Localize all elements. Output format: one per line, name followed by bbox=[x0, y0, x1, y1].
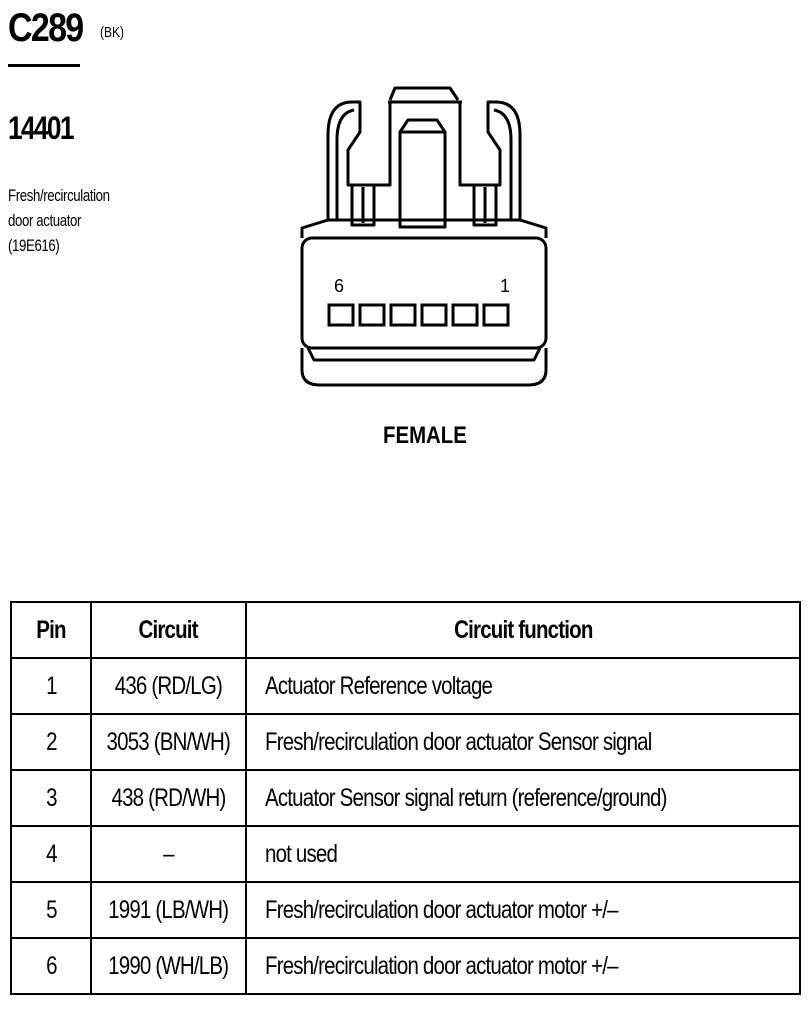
pin-cell: 6 bbox=[10, 937, 92, 995]
connector-description: Fresh/recirculation door actuator (19E61… bbox=[8, 183, 110, 258]
pin-cell: 1 bbox=[10, 657, 92, 715]
header-pin: Pin bbox=[10, 601, 92, 659]
connector-side-window-left bbox=[350, 183, 376, 227]
circuit-cell: 436 (RD/LG) bbox=[90, 657, 247, 715]
connector-lock-window bbox=[398, 130, 447, 229]
circuit-cell: – bbox=[90, 825, 247, 883]
table-row: 4–not used bbox=[10, 825, 801, 883]
table-header-row: Pin Circuit Circuit function bbox=[10, 601, 801, 659]
pin-cavity bbox=[327, 303, 355, 327]
connector-id: C289 bbox=[8, 6, 84, 50]
pin-cavity bbox=[420, 303, 448, 327]
function-cell: Fresh/recirculation door actuator motor … bbox=[245, 937, 801, 995]
connector-color: (BK) bbox=[100, 24, 124, 41]
circuit-cell: 438 (RD/WH) bbox=[90, 769, 247, 827]
pin-cell: 2 bbox=[10, 713, 92, 771]
pin-label-left: 6 bbox=[334, 276, 344, 296]
pin-cavity bbox=[482, 303, 510, 327]
function-cell: Fresh/recirculation door actuator Sensor… bbox=[245, 713, 801, 771]
pin-cell: 3 bbox=[10, 769, 92, 827]
connector-id-underline bbox=[8, 64, 80, 67]
pin-cavity bbox=[451, 303, 479, 327]
circuit-cell: 1991 (LB/WH) bbox=[90, 881, 247, 939]
function-cell: Actuator Sensor signal return (reference… bbox=[245, 769, 801, 827]
connector-gender: FEMALE bbox=[383, 422, 467, 449]
description-line: door actuator bbox=[8, 211, 82, 230]
pin-cell: 4 bbox=[10, 825, 92, 883]
connector-housing-top bbox=[326, 100, 392, 220]
function-cell: not used bbox=[245, 825, 801, 883]
connector-latch bbox=[388, 86, 460, 101]
connector-face-diagram: 6 1 bbox=[300, 86, 548, 387]
function-cell: Fresh/recirculation door actuator motor … bbox=[245, 881, 801, 939]
circuit-cell: 3053 (BN/WH) bbox=[90, 713, 247, 771]
connector-face bbox=[300, 236, 548, 350]
header-circuit-function: Circuit function bbox=[245, 601, 801, 659]
part-number: 14401 bbox=[8, 110, 74, 146]
header-circuit: Circuit bbox=[90, 601, 247, 659]
pin-cavity bbox=[389, 303, 417, 327]
pin-label-right: 1 bbox=[500, 276, 510, 296]
connector-skirt bbox=[300, 348, 548, 387]
function-cell: Actuator Reference voltage bbox=[245, 657, 801, 715]
pin-cavity bbox=[358, 303, 386, 327]
description-line: (19E616) bbox=[8, 236, 60, 255]
description-line: Fresh/recirculation bbox=[8, 186, 110, 205]
pin-cell: 5 bbox=[10, 881, 92, 939]
connector-side-window-right bbox=[472, 183, 498, 227]
circuit-cell: 1990 (WH/LB) bbox=[90, 937, 247, 995]
